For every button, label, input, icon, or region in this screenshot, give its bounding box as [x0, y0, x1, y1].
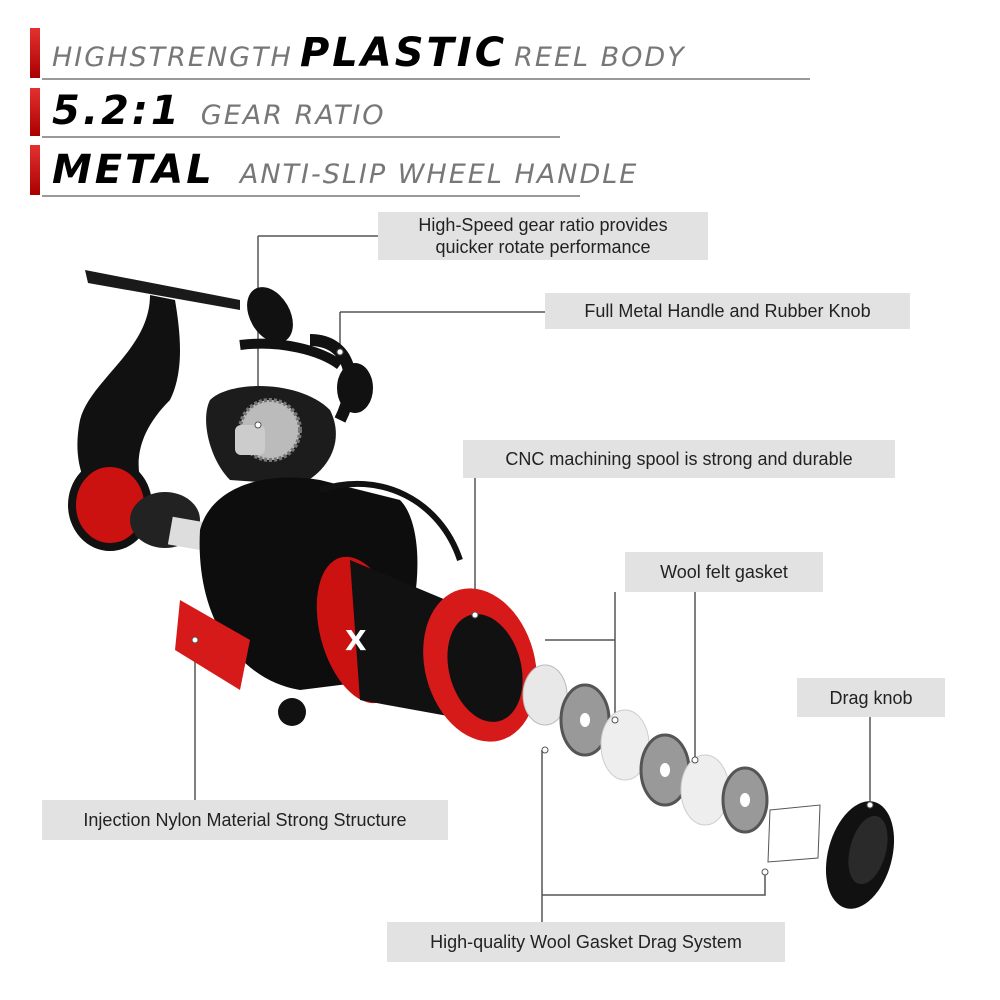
divider	[42, 136, 560, 138]
spool: X	[316, 556, 537, 742]
callout-drag-knob: Drag knob	[797, 678, 945, 717]
leader-handle	[339, 311, 545, 352]
callout-drag-system: High-quality Wool Gasket Drag System	[387, 922, 785, 962]
callout-gear-ratio: High-Speed gear ratio provides quicker r…	[378, 212, 708, 260]
gear-and-handle	[206, 287, 373, 485]
headline-text: HIGHSTRENGTH	[52, 42, 293, 73]
leader-dots	[191, 348, 874, 876]
leader-gasket	[545, 592, 696, 760]
divider	[42, 78, 810, 80]
red-accent-bar	[30, 28, 40, 78]
callout-text: quicker rotate performance	[435, 237, 651, 257]
callout-gasket: Wool felt gasket	[625, 552, 823, 592]
callout-spool: CNC machining spool is strong and durabl…	[463, 440, 895, 478]
headline-bold: METAL	[52, 147, 215, 193]
spool-x-mark: X	[345, 624, 367, 657]
headline-text: GEAR RATIO	[200, 100, 386, 131]
headline-plastic-body: HIGHSTRENGTH PLASTIC REEL BODY	[30, 28, 810, 80]
headline-text: ANTI-SLIP WHEEL HANDLE	[239, 159, 639, 190]
red-accent-bar	[30, 88, 40, 136]
headline-bold: PLASTIC	[299, 30, 508, 76]
callout-handle: Full Metal Handle and Rubber Knob	[545, 293, 910, 329]
callout-text: High-Speed gear ratio provides	[418, 215, 668, 235]
headline-bold: 5.2:1	[52, 88, 182, 134]
divider	[42, 195, 580, 197]
drag-knob-part	[825, 801, 895, 909]
headline-metal-handle: METAL ANTI-SLIP WHEEL HANDLE	[30, 145, 760, 197]
red-accent-bar	[30, 145, 40, 195]
reel-foot-stem	[68, 270, 240, 552]
headline-gear-ratio: 5.2:1 GEAR RATIO	[30, 88, 560, 140]
headline-text: REEL BODY	[514, 42, 686, 73]
drag-washers	[522, 664, 821, 863]
callout-body: Injection Nylon Material Strong Structur…	[42, 800, 448, 840]
